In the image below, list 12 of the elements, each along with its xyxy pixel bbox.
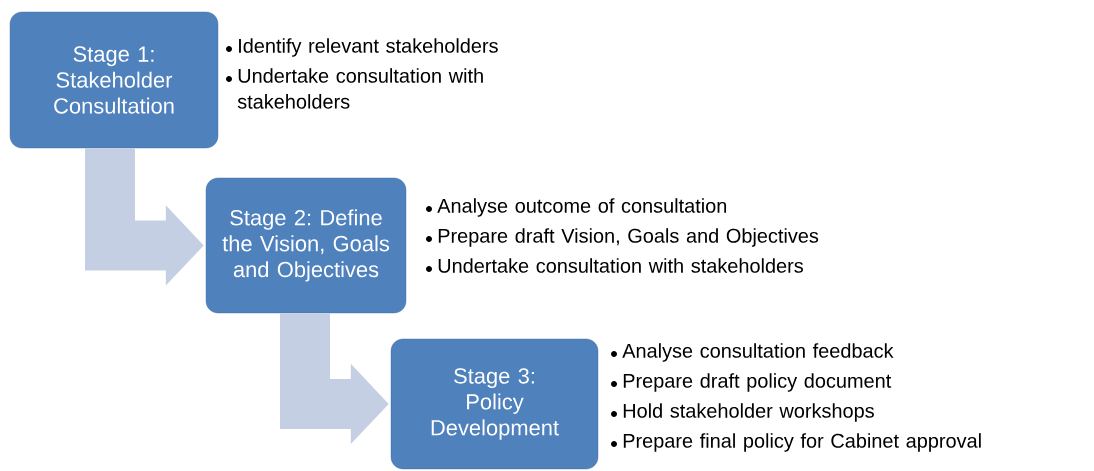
stage-box: Stage 3: Policy Development [390,338,599,470]
stage-box: Stage 1: Stakeholder Consultation [9,11,219,149]
stage-box: Stage 2: Define the Vision, Goals and Objectives [205,177,407,314]
bullet-text: Prepare final policy for Cabinet approval [623,433,981,452]
bullet-text: Prepare draft Vision, Goals and Objectives [438,228,819,247]
bullet-text: Undertake consultation with stakeholders [237,68,483,109]
bullet-text: Prepare draft policy document [623,373,892,392]
bullet-text: Undertake consultation with stakeholders [438,258,803,273]
bullet-text: Hold stakeholder workshops [623,403,874,422]
bullet-text: Analyse consultation feedback [622,343,894,362]
bullet-text: Analyse outcome of consultation [437,198,727,217]
bullet-text: Identify relevant stakeholders [239,38,498,57]
